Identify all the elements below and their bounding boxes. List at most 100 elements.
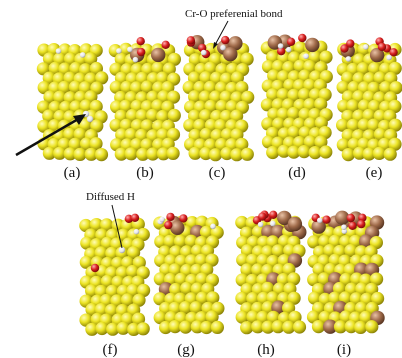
host-atom [276, 88, 290, 102]
host-atom [73, 127, 87, 141]
host-atom [341, 148, 355, 162]
host-atom [287, 291, 301, 305]
host-atom [355, 282, 369, 296]
o-atom [322, 215, 331, 224]
host-atom [373, 71, 387, 85]
panel-label-e: (e) [366, 165, 383, 181]
host-atom [240, 263, 254, 277]
o-atom [221, 35, 230, 45]
host-atom [140, 80, 154, 94]
host-atom [94, 148, 109, 162]
host-atom [209, 71, 224, 85]
host-atom [120, 80, 134, 94]
host-atom [246, 292, 260, 306]
host-atom [57, 80, 71, 94]
host-atom [215, 99, 229, 113]
host-atom [336, 118, 350, 132]
host-atom [240, 147, 254, 161]
host-atom [43, 90, 57, 104]
host-atom [79, 255, 93, 269]
o-atom [136, 37, 145, 46]
host-atom [293, 59, 307, 73]
host-atom [136, 227, 150, 242]
host-atom [95, 71, 109, 85]
host-atom [267, 69, 281, 83]
host-atom [188, 146, 202, 160]
host-atom [205, 310, 219, 324]
panel-label-c: (c) [209, 165, 226, 181]
slab-panel-e [336, 37, 402, 162]
slab-panel-c [182, 35, 255, 162]
h-atom [127, 46, 133, 53]
host-atom [292, 320, 307, 334]
host-atom [297, 88, 312, 102]
host-atom [100, 218, 114, 232]
o-atom [137, 47, 146, 57]
host-atom [317, 272, 331, 286]
h-atom [386, 54, 393, 61]
host-atom [372, 146, 386, 160]
host-atom [388, 61, 402, 75]
host-atom [283, 78, 297, 92]
host-atom [235, 137, 249, 151]
host-atom [251, 225, 266, 239]
o-atom [90, 263, 100, 273]
host-atom [146, 147, 160, 161]
host-atom [119, 99, 133, 113]
host-atom [276, 107, 290, 121]
host-atom [287, 106, 301, 121]
h-atom [257, 221, 264, 228]
host-atom [277, 144, 291, 158]
host-atom [333, 320, 348, 334]
host-atom [362, 147, 376, 161]
host-atom [153, 311, 167, 325]
host-atom [116, 321, 130, 335]
host-atom [235, 291, 249, 305]
host-atom [336, 80, 350, 94]
h-atom [55, 48, 62, 54]
o-atom [179, 214, 188, 223]
cr-atom [311, 219, 326, 234]
host-atom [42, 52, 57, 66]
host-atom [370, 272, 384, 286]
h-atom [285, 46, 292, 53]
host-atom [85, 302, 99, 317]
host-atom [235, 215, 249, 230]
host-atom [199, 127, 213, 141]
o-atom [346, 213, 355, 223]
host-atom [199, 109, 213, 123]
o-atom [258, 212, 267, 221]
host-atom [166, 90, 181, 104]
host-atom [79, 99, 93, 113]
host-atom [311, 320, 326, 334]
host-atom [297, 145, 311, 159]
host-atom [246, 310, 260, 324]
o-atom [346, 39, 355, 48]
host-atom [48, 119, 62, 133]
o-atom [340, 44, 349, 53]
panel-label-b: (b) [136, 165, 154, 181]
host-atom [282, 320, 296, 334]
host-atom [287, 145, 301, 159]
host-atom [127, 322, 141, 336]
host-atom [48, 61, 62, 75]
host-atom [184, 234, 198, 248]
host-atom [303, 135, 317, 149]
h-atom-arrow [15, 116, 81, 157]
h-atom-arrowhead [73, 114, 86, 125]
panel-label-g: (g) [177, 342, 195, 358]
host-atom [179, 320, 193, 334]
diffused-h-annotation: Diffused H [86, 191, 135, 203]
host-atom [339, 310, 353, 324]
slab-panel-d [260, 33, 333, 160]
host-atom [109, 118, 123, 132]
host-atom [135, 109, 149, 123]
host-atom [63, 127, 77, 141]
host-atom [100, 274, 114, 288]
host-atom [367, 118, 381, 132]
host-atom [314, 135, 328, 149]
host-atom [251, 320, 265, 334]
host-atom [114, 52, 128, 66]
host-atom [126, 264, 140, 279]
host-atom [114, 147, 128, 161]
